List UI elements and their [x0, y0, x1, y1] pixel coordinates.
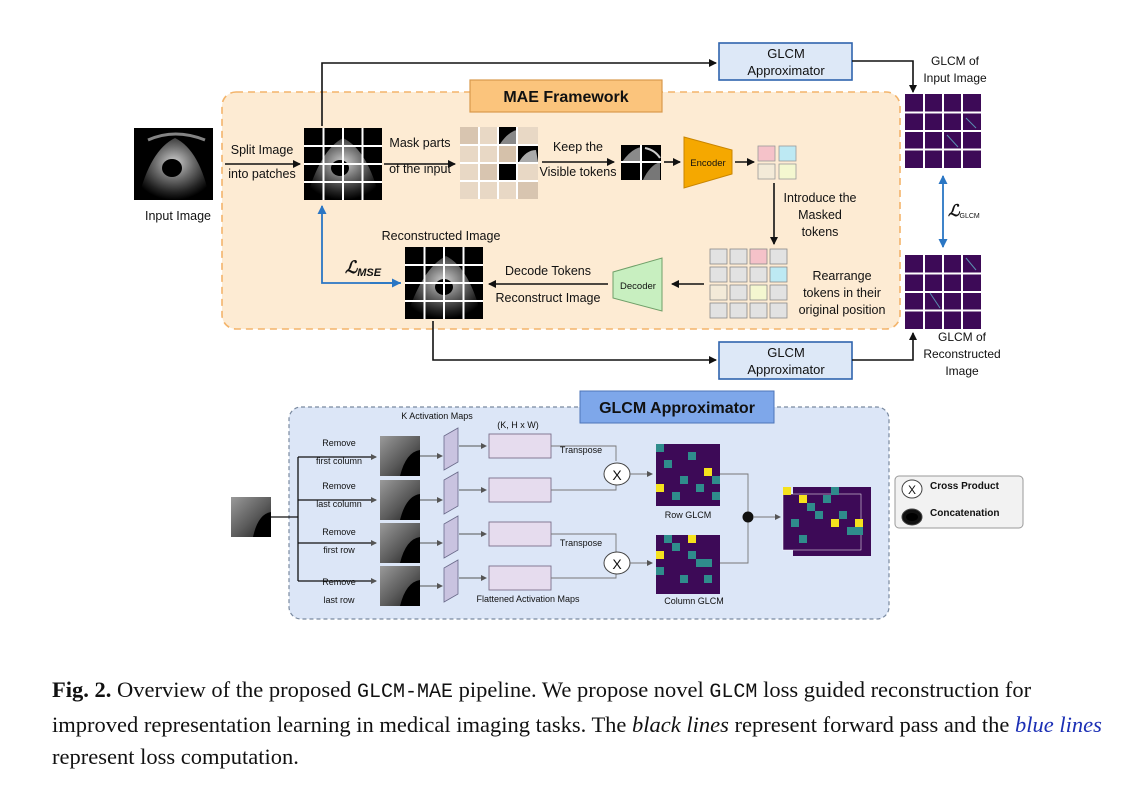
intro-label-1: Introduce the [784, 191, 857, 205]
decoder-block [612, 257, 663, 312]
caption-text-5: represent loss computation. [52, 744, 299, 769]
first-row-label: first row [323, 545, 355, 555]
mask-label-1: Mask parts [389, 136, 450, 150]
cropped-image-2 [380, 480, 420, 520]
concatenated-glcm [782, 487, 871, 556]
glcm-recon-label-2: Reconstructed [923, 347, 1000, 361]
caption-code-2: GLCM [709, 681, 758, 704]
keep-label-1: Keep the [553, 140, 603, 154]
remove-label-3: Remove [322, 527, 356, 537]
legend-cross-symbol: X [908, 483, 916, 497]
approx-input-image [231, 497, 271, 537]
glcm-approximator-bottom-label-2: Approximator [747, 362, 825, 377]
loss-mse-symbol: ℒMSE [345, 258, 382, 279]
encoded-tokens [757, 145, 797, 180]
glcm-approximator-bottom-label-1: GLCM [767, 345, 805, 360]
cropped-image-1 [380, 436, 420, 476]
first-column-label: first column [316, 456, 362, 466]
encoder-label: Encoder [690, 158, 725, 169]
cross-product-row-symbol: X [612, 467, 622, 483]
glcm-input-label-2: Input Image [923, 71, 987, 85]
remove-label-4: Remove [322, 577, 356, 587]
concatenation-node [742, 511, 754, 523]
intro-label-3: tokens [802, 225, 839, 239]
figure-caption: Fig. 2. Overview of the proposed GLCM-MA… [52, 674, 1112, 773]
rearrange-label-1: Rearrange [812, 269, 871, 283]
glcm-approximator-top-label-1: GLCM [767, 46, 805, 61]
k-activation-maps-label: K Activation Maps [401, 411, 473, 421]
caption-text-4: represent forward pass and the [728, 712, 1016, 737]
row-glcm-label: Row GLCM [665, 510, 712, 520]
cropped-image-4 [380, 566, 420, 606]
row-glcm [656, 444, 720, 506]
split-label-2: into patches [228, 167, 295, 181]
legend-cross-label: Cross Product [930, 481, 1000, 492]
visible-tokens [621, 145, 661, 180]
forward-line-glcm-input [852, 60, 917, 93]
patched-image [304, 128, 382, 200]
remove-label-2: Remove [322, 481, 356, 491]
glcm-input-label-1: GLCM of [931, 54, 980, 68]
last-column-label: last column [316, 499, 362, 509]
loss-glcm-symbol: ℒGLCM [948, 203, 980, 220]
glcm-reconstructed-matrix [905, 255, 981, 329]
khw-label: (K, H x W) [497, 420, 539, 430]
activation-maps [443, 427, 459, 603]
glcm-recon-label-3: Image [945, 364, 979, 378]
caption-black-lines: black lines [632, 712, 729, 737]
caption-text-1: Overview of the proposed [111, 677, 357, 702]
input-image [134, 128, 213, 200]
transpose-label-col: Transpose [560, 538, 602, 548]
mae-title: MAE Framework [503, 89, 628, 106]
split-label-1: Split Image [231, 143, 294, 157]
glcm-approximator-top-label-2: Approximator [747, 63, 825, 78]
decode-tokens-label: Decode Tokens [505, 264, 591, 278]
glcm-approximator-top [718, 42, 853, 81]
mae-title-box [469, 79, 663, 113]
legend-box [894, 475, 1024, 529]
approximator-title: GLCM Approximator [599, 400, 755, 417]
intro-label-2: Masked [798, 208, 842, 222]
encoder-block [683, 136, 733, 189]
caption-fig-label: Fig. 2. [52, 677, 112, 702]
transpose-label-row: Transpose [560, 445, 602, 455]
rearrange-label-3: original position [799, 303, 886, 317]
glcm-recon-label-1: GLCM of [938, 330, 987, 344]
input-image-label: Input Image [145, 209, 211, 223]
mask-label-2: of the input [389, 162, 451, 176]
reconstructed-image-label: Reconstructed Image [382, 229, 501, 243]
decoder-label: Decoder [620, 281, 656, 292]
caption-text-2: pipeline. We propose novel [452, 677, 710, 702]
last-row-label: last row [323, 595, 355, 605]
column-glcm [656, 535, 720, 594]
cross-product-col-symbol: X [612, 556, 622, 572]
caption-blue-lines: blue lines [1015, 712, 1102, 737]
reconstruct-image-label: Reconstruct Image [496, 291, 601, 305]
glcm-input-matrix [905, 94, 981, 168]
remove-label-1: Remove [322, 438, 356, 448]
keep-label-2: Visible tokens [540, 165, 617, 179]
reconstructed-image [405, 247, 483, 319]
column-glcm-label: Column GLCM [664, 596, 724, 606]
legend-concat-label: Concatenation [930, 508, 999, 519]
forward-line-glcm-recon [852, 332, 917, 361]
full-token-grid [709, 248, 788, 319]
caption-code-1: GLCM-MAE [356, 681, 453, 704]
masked-image [460, 127, 538, 199]
rearrange-label-2: tokens in their [803, 286, 881, 300]
legend-cross-icon [901, 479, 923, 499]
forward-line-reconstructed [432, 321, 717, 364]
flattened-label: Flattened Activation Maps [476, 594, 580, 604]
flattened-maps [488, 433, 552, 591]
approximator-title-box [579, 390, 775, 424]
cropped-image-3 [380, 523, 420, 563]
caption-text-3: loss guided reconstruction for improved … [52, 677, 1032, 737]
forward-line-input [321, 59, 717, 126]
